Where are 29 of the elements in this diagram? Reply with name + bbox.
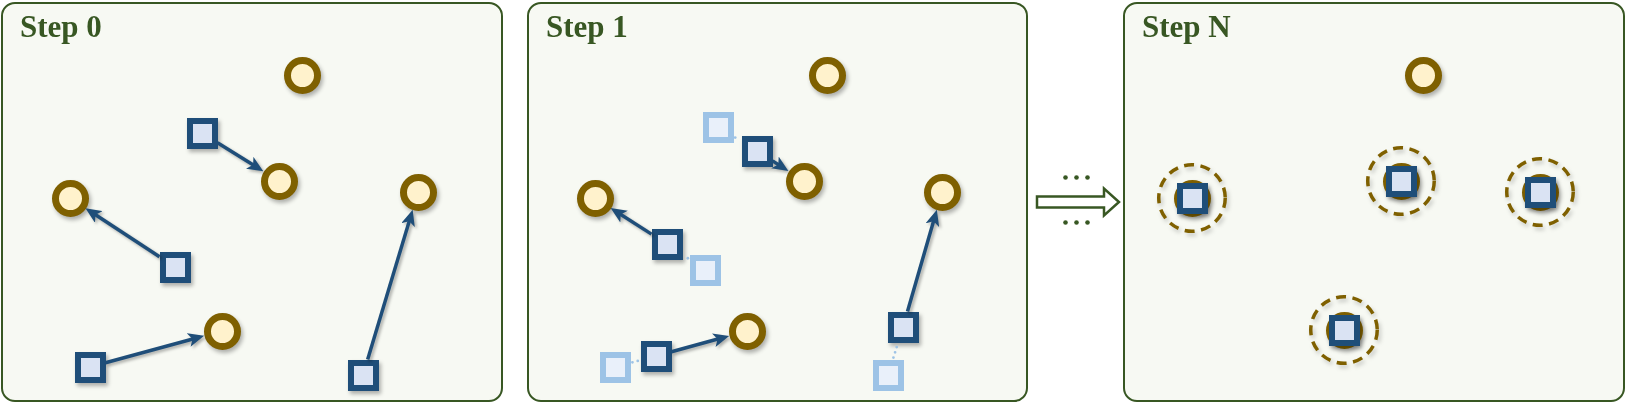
- arrow: [905, 209, 940, 312]
- square-marker: [159, 251, 191, 283]
- dotted-trail-line: [631, 359, 640, 364]
- square-marker: [74, 351, 106, 383]
- dotted-trail-line: [892, 343, 899, 359]
- arrow: [771, 156, 789, 172]
- arrow: [216, 141, 264, 172]
- square-marker: [186, 117, 218, 149]
- step-panel: [1123, 2, 1625, 402]
- faded-square-marker: [599, 351, 631, 383]
- arrow: [671, 333, 730, 354]
- faded-square-marker: [872, 359, 904, 391]
- arrow: [85, 208, 161, 259]
- faded-square-marker: [702, 111, 734, 143]
- square-marker: [651, 228, 683, 260]
- faded-square-marker: [689, 254, 721, 286]
- arrow: [610, 207, 653, 236]
- arrow: [366, 209, 415, 360]
- arrow: [105, 333, 205, 365]
- step-panel: [1, 2, 503, 402]
- block-arrow: [1035, 185, 1121, 219]
- panel-title: Step 0: [20, 11, 102, 42]
- panel-title: Step 1: [546, 11, 628, 42]
- panel-title: Step N: [1142, 11, 1231, 42]
- step-panel: [527, 2, 1028, 402]
- square-marker: [887, 311, 919, 343]
- square-marker: [347, 359, 379, 391]
- square-marker: [640, 340, 672, 372]
- square-marker: [741, 135, 773, 167]
